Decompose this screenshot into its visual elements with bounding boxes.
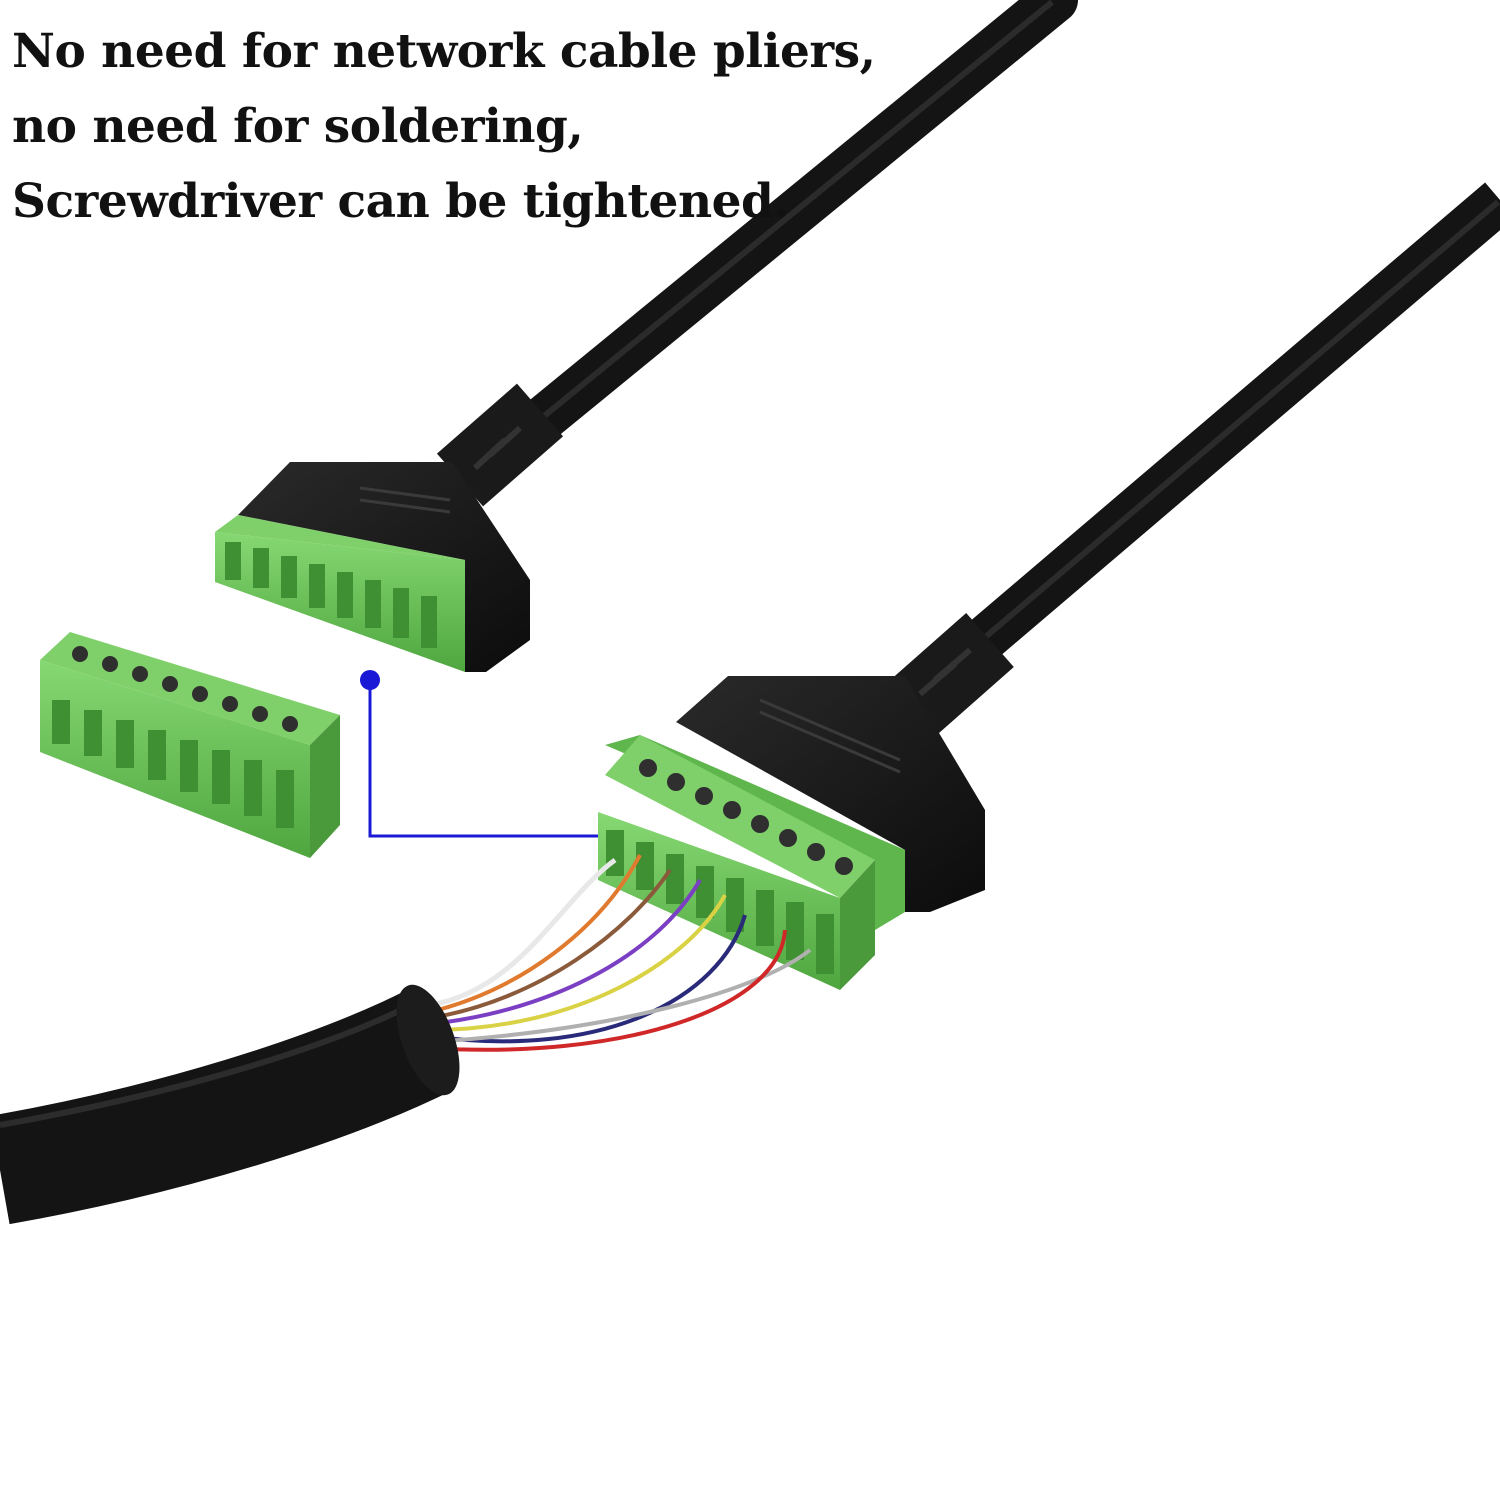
pointer-dot-icon <box>360 670 380 690</box>
caption-line-1: No need for network cable pliers, <box>12 24 876 79</box>
feature-caption: No need for network cable pliers, no nee… <box>12 14 876 239</box>
colored-wires <box>429 854 812 1052</box>
upper-cable <box>436 0 1078 507</box>
main-cable <box>0 984 460 1225</box>
loose-terminal-block <box>40 632 340 858</box>
right-cable <box>881 182 1500 742</box>
upper-connector <box>215 462 530 672</box>
lower-connector <box>598 676 985 990</box>
pointer-callout <box>360 670 598 838</box>
caption-line-2: no need for soldering, <box>12 99 584 154</box>
caption-line-3: Screwdriver can be tightened. <box>12 174 790 229</box>
